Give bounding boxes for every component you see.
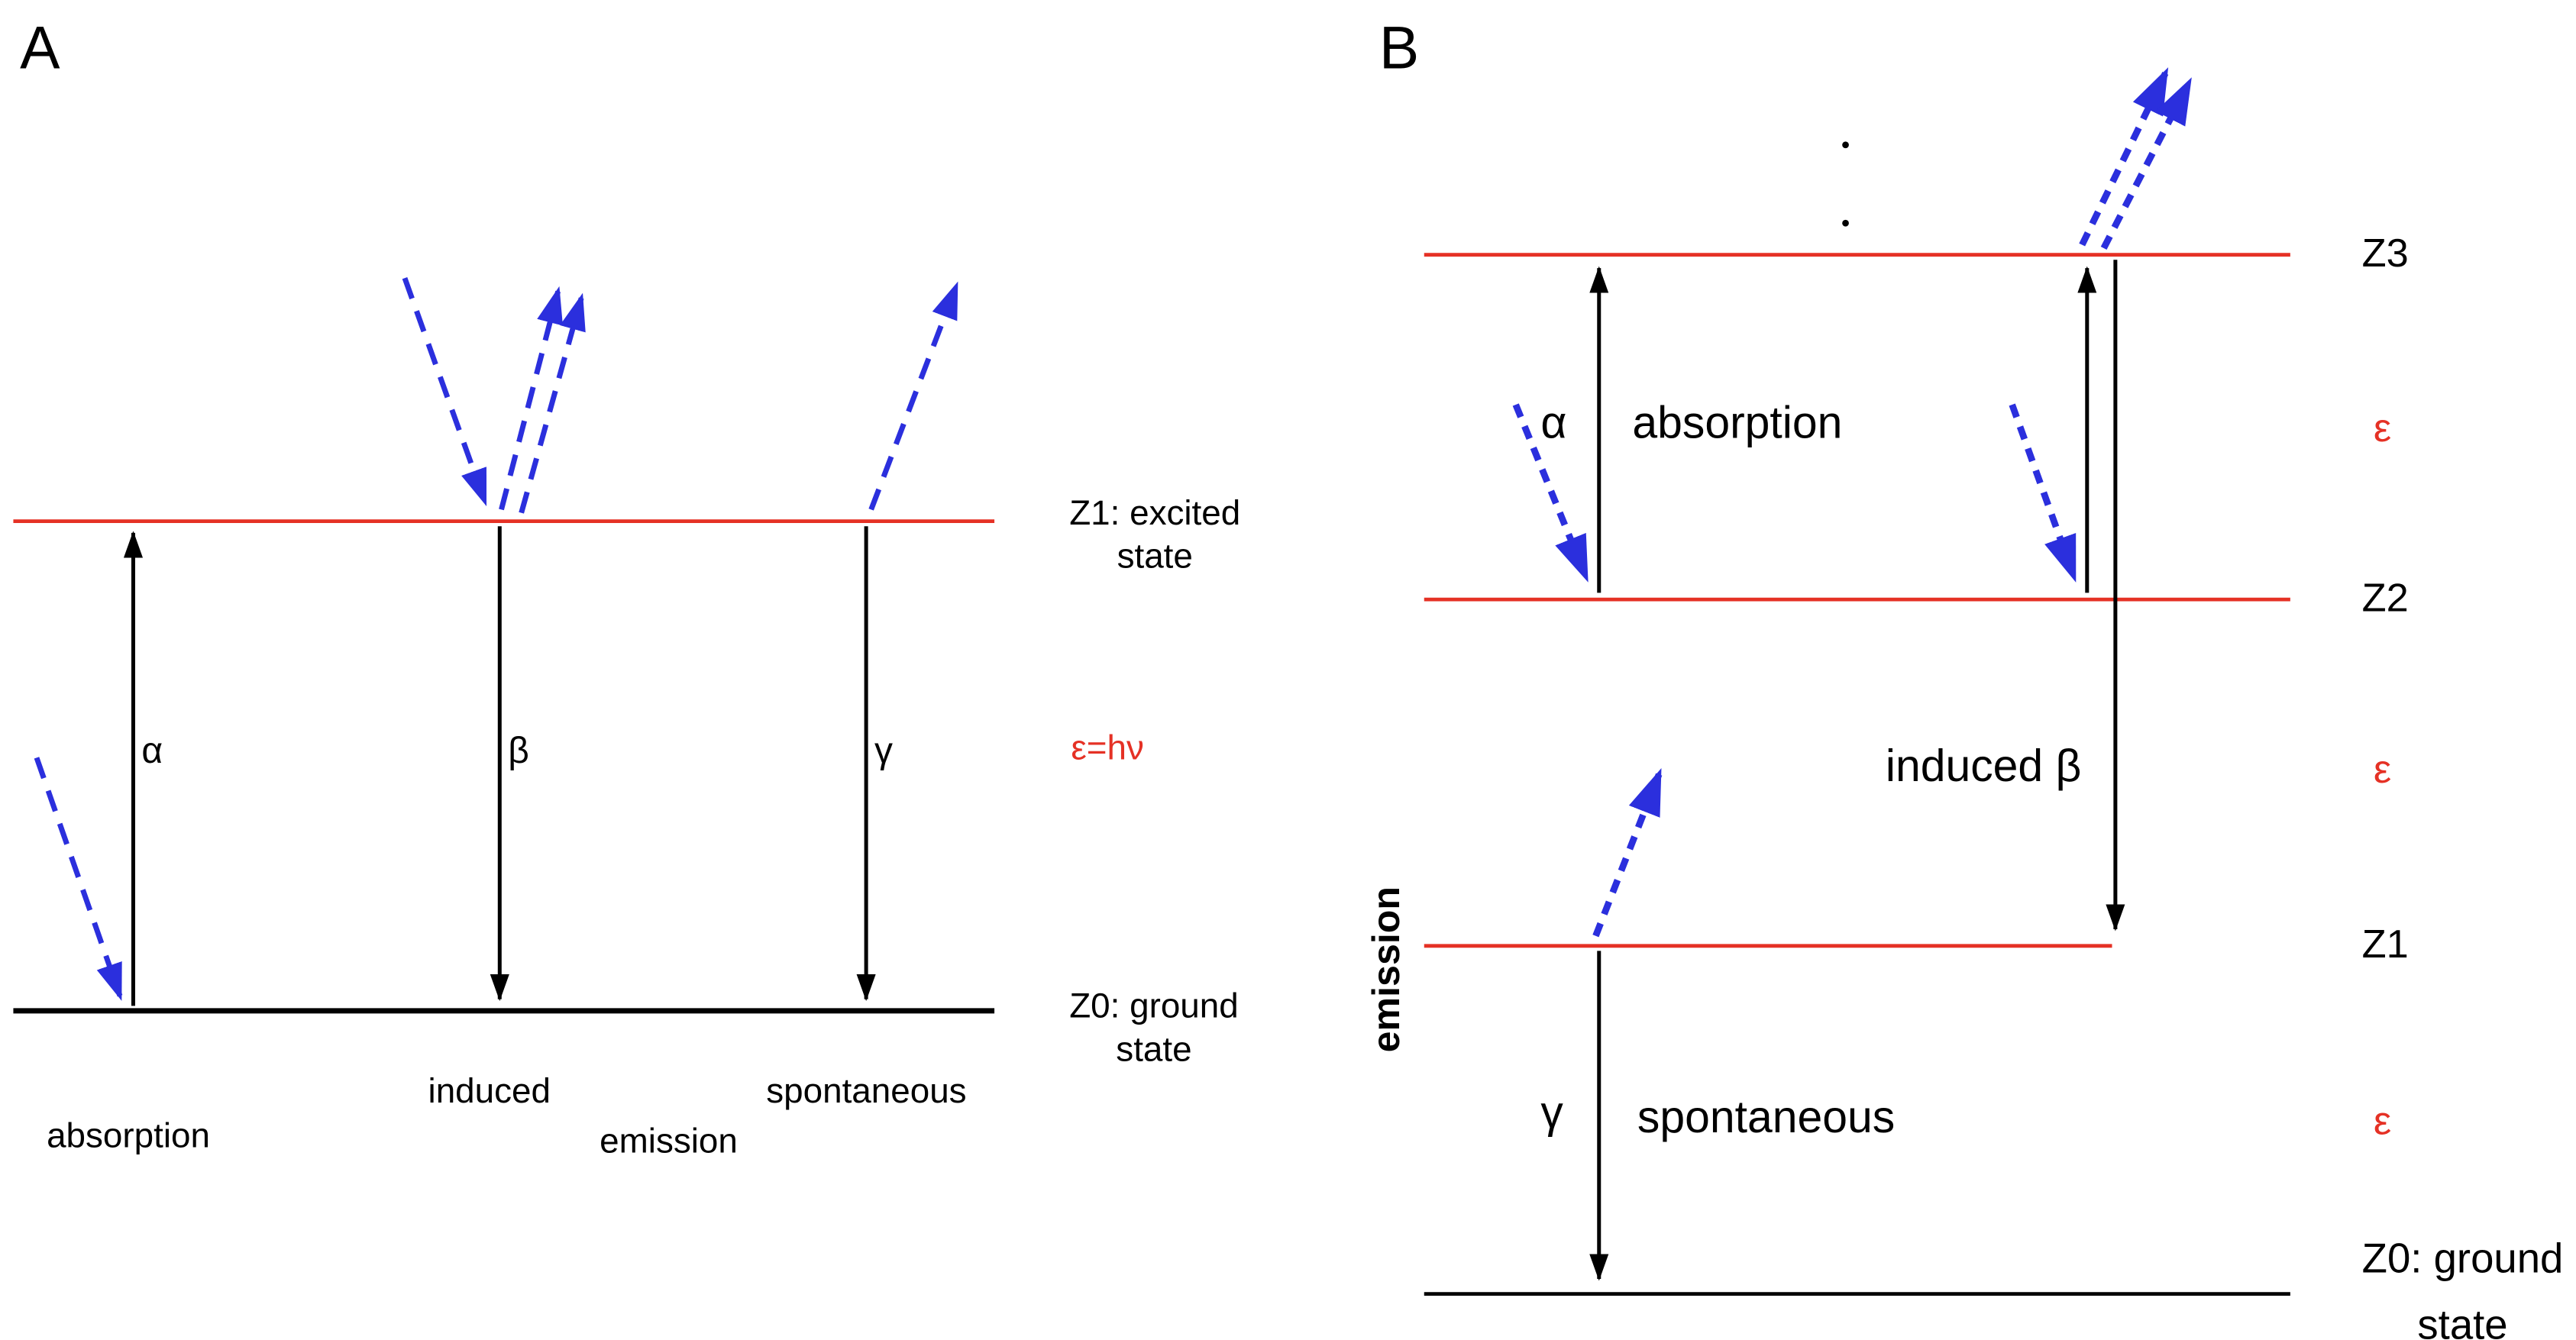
alpha-arrow-label-b: α (1540, 398, 1567, 448)
gamma-arrow-label-b: γ (1540, 1087, 1563, 1138)
beta-arrow-label-a: β (508, 729, 529, 771)
outgoing-photon-spontaneous-a (868, 281, 959, 511)
incoming-photon-induced-b (2009, 403, 2077, 583)
z3-level-label: Z3 (2361, 231, 2409, 277)
outgoing-photon-spontaneous-b (1592, 768, 1663, 938)
ground-state-line1-b: Z0: ground (2361, 1235, 2564, 1283)
epsilon-label-top: ε (2373, 406, 2392, 452)
gamma-arrow-label-a: γ (874, 729, 894, 771)
panel-b-label: B (1378, 13, 1420, 82)
z2-level-label: Z2 (2361, 576, 2409, 622)
outgoing-photon-induced-2-a (519, 292, 586, 514)
incoming-photon-absorption-b (1512, 403, 1589, 583)
ground-state-line2-b: state (2417, 1302, 2508, 1340)
continuation-dot-1 (1842, 141, 1849, 149)
z1-level-label: Z1 (2361, 922, 2409, 968)
incoming-photon-absorption-a (34, 757, 123, 1001)
epsilon-label-mid: ε (2373, 747, 2392, 793)
absorption-caption-a: absorption (47, 1117, 210, 1156)
excited-state-label: Z1: excited state (1069, 493, 1240, 581)
ground-state-label-a: Z0: ground state (1069, 986, 1239, 1074)
panel-a-label: A (20, 13, 60, 82)
emission-caption-a: emission (600, 1122, 738, 1161)
induced-caption-a: induced (428, 1072, 551, 1111)
absorption-caption-b: absorption (1632, 398, 1843, 448)
induced-beta-label-b: induced β (1885, 741, 2082, 791)
spontaneous-caption-a: spontaneous (766, 1072, 967, 1111)
excited-state-line1: Z1: excited (1069, 494, 1241, 533)
photon-energy-label: ε=hν (1071, 729, 1144, 768)
ground-state-line1-a: Z0: ground (1069, 987, 1239, 1026)
excited-state-line2: state (1117, 538, 1193, 577)
continuation-dot-2 (1842, 219, 1849, 227)
spontaneous-caption-b: spontaneous (1637, 1092, 1896, 1143)
emission-axis-label: emission (1364, 886, 1408, 1053)
outgoing-photon-induced-2-b (2100, 77, 2192, 250)
ground-state-label-b: Z0: ground state (2362, 1225, 2564, 1340)
incoming-photon-induced-a (402, 277, 487, 507)
epsilon-label-bottom: ε (2373, 1099, 2392, 1145)
ground-state-line2-a: state (1116, 1031, 1192, 1070)
alpha-arrow-label-a: α (141, 729, 163, 771)
outgoing-photon-induced-1-a (499, 286, 564, 511)
outgoing-photon-induced-1-b (2079, 67, 2169, 247)
